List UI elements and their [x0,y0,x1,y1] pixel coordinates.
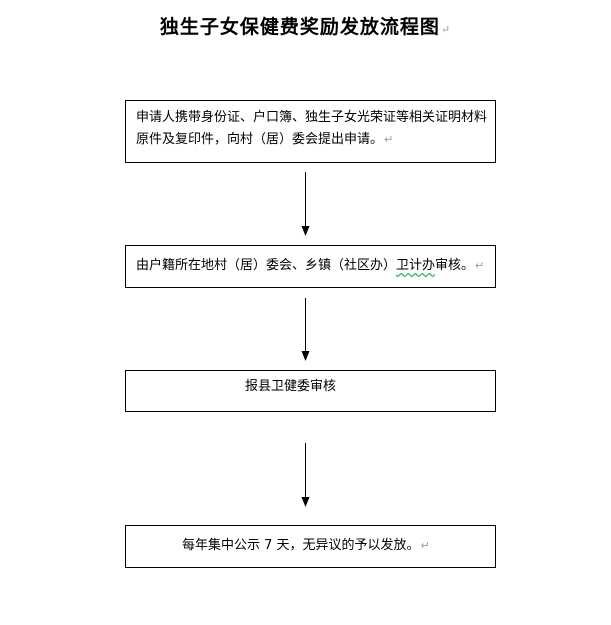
step-1-text: 申请人携带身份证、户口簿、独生子女光荣证等相关证明材料原件及复印件，向村（居）委… [136,110,488,147]
step-2-box: 由户籍所在地村（居）委会、乡镇（社区办）卫计办审核。↵ [125,245,496,288]
step-2-text-container: 由户籍所在地村（居）委会、乡镇（社区办）卫计办审核。↵ [136,255,496,277]
step-3-text-container: 报县卫健委审核 [245,376,336,398]
paragraph-mark-icon: ↵ [440,23,452,36]
step-1-text-container: 申请人携带身份证、户口簿、独生子女光荣证等相关证明材料原件及复印件，向村（居）委… [136,107,491,151]
arrow-down-icon [300,443,311,507]
step-2-text-after: 审核。 [435,258,475,273]
step-4-text-container: 每年集中公示 7 天，无异议的予以发放。↵ [182,535,430,557]
flowchart-title: 独生子女保健费奖励发放流程图↵ [0,12,611,39]
arrow-down-icon [300,298,311,361]
paragraph-mark-icon: ↵ [475,259,485,272]
step-3-text: 报县卫健委审核 [245,379,337,394]
title-text: 独生子女保健费奖励发放流程图 [159,16,440,38]
paragraph-mark-icon: ↵ [384,133,394,146]
paragraph-mark-icon: ↵ [420,539,430,552]
step-2-text-marked: 卫计办 [396,258,436,273]
step-3-box: 报县卫健委审核 [125,370,496,412]
step-1-box: 申请人携带身份证、户口簿、独生子女光荣证等相关证明材料原件及复印件，向村（居）委… [125,100,496,163]
arrow-down-icon [300,172,311,236]
step-4-box: 每年集中公示 7 天，无异议的予以发放。↵ [125,525,496,568]
step-4-text: 每年集中公示 7 天，无异议的予以发放。 [182,538,420,553]
step-2-text-before: 由户籍所在地村（居）委会、乡镇（社区办） [136,258,397,273]
